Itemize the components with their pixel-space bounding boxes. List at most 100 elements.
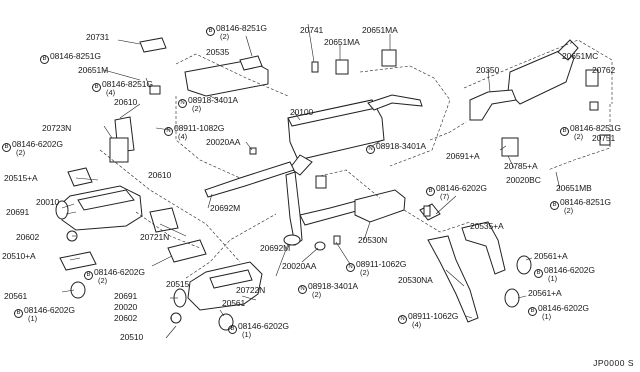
gaskets-and-bolts: [55, 61, 431, 331]
callout: 20651MA: [324, 38, 360, 47]
part-number: 20561+A: [534, 251, 568, 261]
part-number: 08146-6202G: [544, 265, 595, 275]
fastener-type-badge: B: [534, 269, 543, 278]
part-number: 20762: [592, 65, 616, 75]
callout: 20691: [114, 292, 137, 301]
part-number: 20100: [290, 107, 314, 117]
part-quantity: (7): [440, 192, 450, 201]
callout: 20651MA: [362, 26, 398, 35]
part-quantity: (1): [28, 314, 38, 323]
part-number: 20561: [222, 298, 246, 308]
part-number: 20510: [120, 332, 144, 342]
callout: 20515: [166, 280, 189, 289]
callout: 20510+A: [2, 252, 36, 261]
part-quantity: (2): [574, 132, 584, 141]
part-number: 20691: [6, 207, 30, 217]
callout: 20020AA: [282, 262, 316, 271]
part-number: 08146-8251G: [50, 51, 101, 61]
part-quantity: (1): [542, 312, 552, 321]
part-quantity: (4): [106, 88, 116, 97]
callout: 20530NA: [398, 276, 433, 285]
part-number: 20741: [300, 25, 324, 35]
callout: 20651MC: [562, 52, 598, 61]
part-number: 20751: [592, 133, 616, 143]
fastener-type-badge: N: [346, 263, 355, 272]
fastener-type-badge: N: [398, 315, 407, 324]
part-quantity: (2): [564, 206, 574, 215]
part-number: 08146-6202G: [24, 305, 75, 315]
callout: 20561+A: [534, 252, 568, 261]
part-number: 20510+A: [2, 251, 36, 261]
upper-catalytic-converter: [59, 185, 143, 231]
callout: 20020AA: [206, 138, 240, 147]
part-number: 20020: [114, 302, 138, 312]
heat-shields: [59, 116, 207, 271]
part-number: 20010: [36, 197, 60, 207]
part-number: 20651MA: [362, 25, 398, 35]
part-number: 20561: [4, 291, 28, 301]
part-number: 20602: [114, 313, 138, 323]
part-number: 20691+A: [446, 151, 480, 161]
part-number: 20651MB: [556, 183, 592, 193]
part-number: 08146-6202G: [538, 303, 589, 313]
callout: 20020BC: [506, 176, 541, 185]
fastener-type-badge: B: [206, 27, 215, 36]
leader-lines: [61, 23, 561, 339]
part-number: 20610: [114, 97, 138, 107]
part-number: 20610: [148, 170, 172, 180]
callout: 20651MB: [556, 184, 592, 193]
callout: 20100: [290, 108, 313, 117]
fastener-type-badge: N: [366, 145, 375, 154]
diagram-reference-code: JP0000 S: [593, 358, 634, 368]
part-quantity: (4): [412, 320, 422, 329]
fastener-type-badge: B: [84, 271, 93, 280]
part-number: 20535: [206, 47, 230, 57]
part-number: 20692M: [260, 243, 291, 253]
part-quantity: (2): [220, 32, 230, 41]
upper-hangers: [139, 37, 611, 157]
part-number: 20515+A: [4, 173, 38, 183]
part-number: 20535+A: [470, 221, 504, 231]
fastener-type-badge: N: [298, 285, 307, 294]
part-quantity: (2): [16, 148, 26, 157]
callout: 20515+A: [4, 174, 38, 183]
main-muffler: [287, 99, 385, 176]
part-number: 20691: [114, 291, 138, 301]
part-number: 20530NA: [398, 275, 433, 285]
part-number: 20561+A: [528, 288, 562, 298]
part-number: 20020AA: [206, 137, 241, 147]
part-number: 08918-3401A: [376, 141, 426, 151]
callout: 20741: [300, 26, 323, 35]
part-number: 08911-1062G: [408, 311, 459, 321]
fastener-type-badge: B: [550, 201, 559, 210]
part-number: 20020AA: [282, 261, 317, 271]
callout: 20731: [86, 33, 109, 42]
part-number: 08146-6202G: [94, 267, 145, 277]
part-number: 20785+A: [504, 161, 538, 171]
part-number: 20731: [86, 32, 110, 42]
part-number: 08146-8251G: [102, 79, 153, 89]
part-number: 08146-8251G: [216, 23, 267, 33]
part-number: 08146-6202G: [12, 139, 63, 149]
part-number: 08146-6202G: [238, 321, 289, 331]
part-number: 08911-1082G: [174, 123, 225, 133]
fastener-type-badge: B: [40, 55, 49, 64]
callout: 20751: [592, 134, 615, 143]
fastener-type-badge: B: [560, 127, 569, 136]
fastener-type-badge: B: [528, 307, 537, 316]
fastener-type-badge: B: [2, 143, 11, 152]
part-number: 08146-8251G: [560, 197, 611, 207]
part-number: 20350: [476, 65, 500, 75]
part-number: 20651M: [78, 65, 109, 75]
part-number: 20020BC: [506, 175, 541, 185]
part-quantity: (2): [98, 276, 108, 285]
